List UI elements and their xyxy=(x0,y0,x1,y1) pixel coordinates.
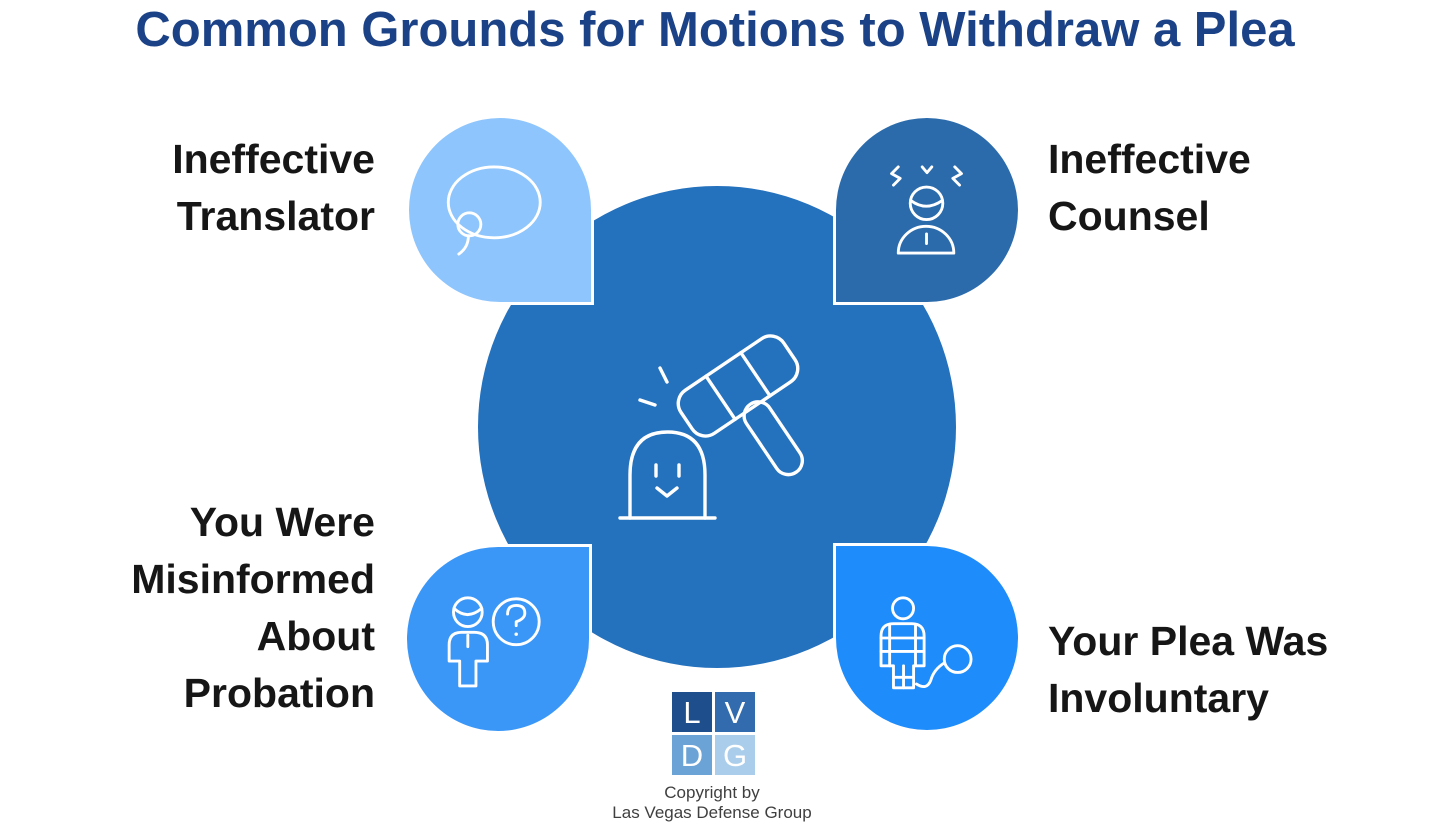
label-line: Translator xyxy=(176,193,375,239)
impact-mark xyxy=(658,366,669,384)
gavel-and-defendant-icon xyxy=(618,334,805,520)
stressed-person-icon xyxy=(890,165,963,255)
lvdg-logo: L V D G xyxy=(672,692,756,776)
page-title: Common Grounds for Motions to Withdraw a… xyxy=(135,3,1295,57)
label-ineffective-counsel: Ineffective Counsel xyxy=(1048,131,1408,245)
impact-mark xyxy=(638,398,657,407)
gavel-icon xyxy=(676,334,805,477)
label-line: About xyxy=(256,613,375,659)
label-line: Ineffective xyxy=(1048,136,1251,182)
logo-square-g: G xyxy=(715,735,755,775)
prisoner-ball-chain-icon xyxy=(879,596,973,690)
label-line: Misinformed xyxy=(131,556,375,602)
logo-square-d: D xyxy=(672,735,712,775)
label-line: Counsel xyxy=(1048,193,1210,239)
speech-bubble-doodle-icon xyxy=(446,165,542,256)
logo-square-v: V xyxy=(715,692,755,732)
logo-square-l: L xyxy=(672,692,712,732)
copyright-text: Copyright by Las Vegas Defense Group xyxy=(0,783,1424,823)
bubble-ineffective-counsel xyxy=(833,115,1021,305)
person-question-mark-icon xyxy=(447,596,541,688)
defendant-icon xyxy=(618,430,717,520)
label-plea-involuntary: Your Plea Was Involuntary xyxy=(1048,613,1408,727)
label-line: Your Plea Was xyxy=(1048,618,1329,664)
label-line: Ineffective xyxy=(172,136,375,182)
copyright-line1: Copyright by xyxy=(664,783,760,802)
bubble-ineffective-translator xyxy=(406,115,594,305)
label-line: Probation xyxy=(183,670,375,716)
label-misinformed-probation: You Were Misinformed About Probation xyxy=(40,494,375,722)
copyright-line2: Las Vegas Defense Group xyxy=(612,803,812,822)
bubble-misinformed-probation xyxy=(404,544,592,734)
label-line: You Were xyxy=(189,499,375,545)
label-line: Involuntary xyxy=(1048,675,1269,721)
label-ineffective-translator: Ineffective Translator xyxy=(40,131,375,245)
bubble-plea-involuntary xyxy=(833,543,1021,733)
